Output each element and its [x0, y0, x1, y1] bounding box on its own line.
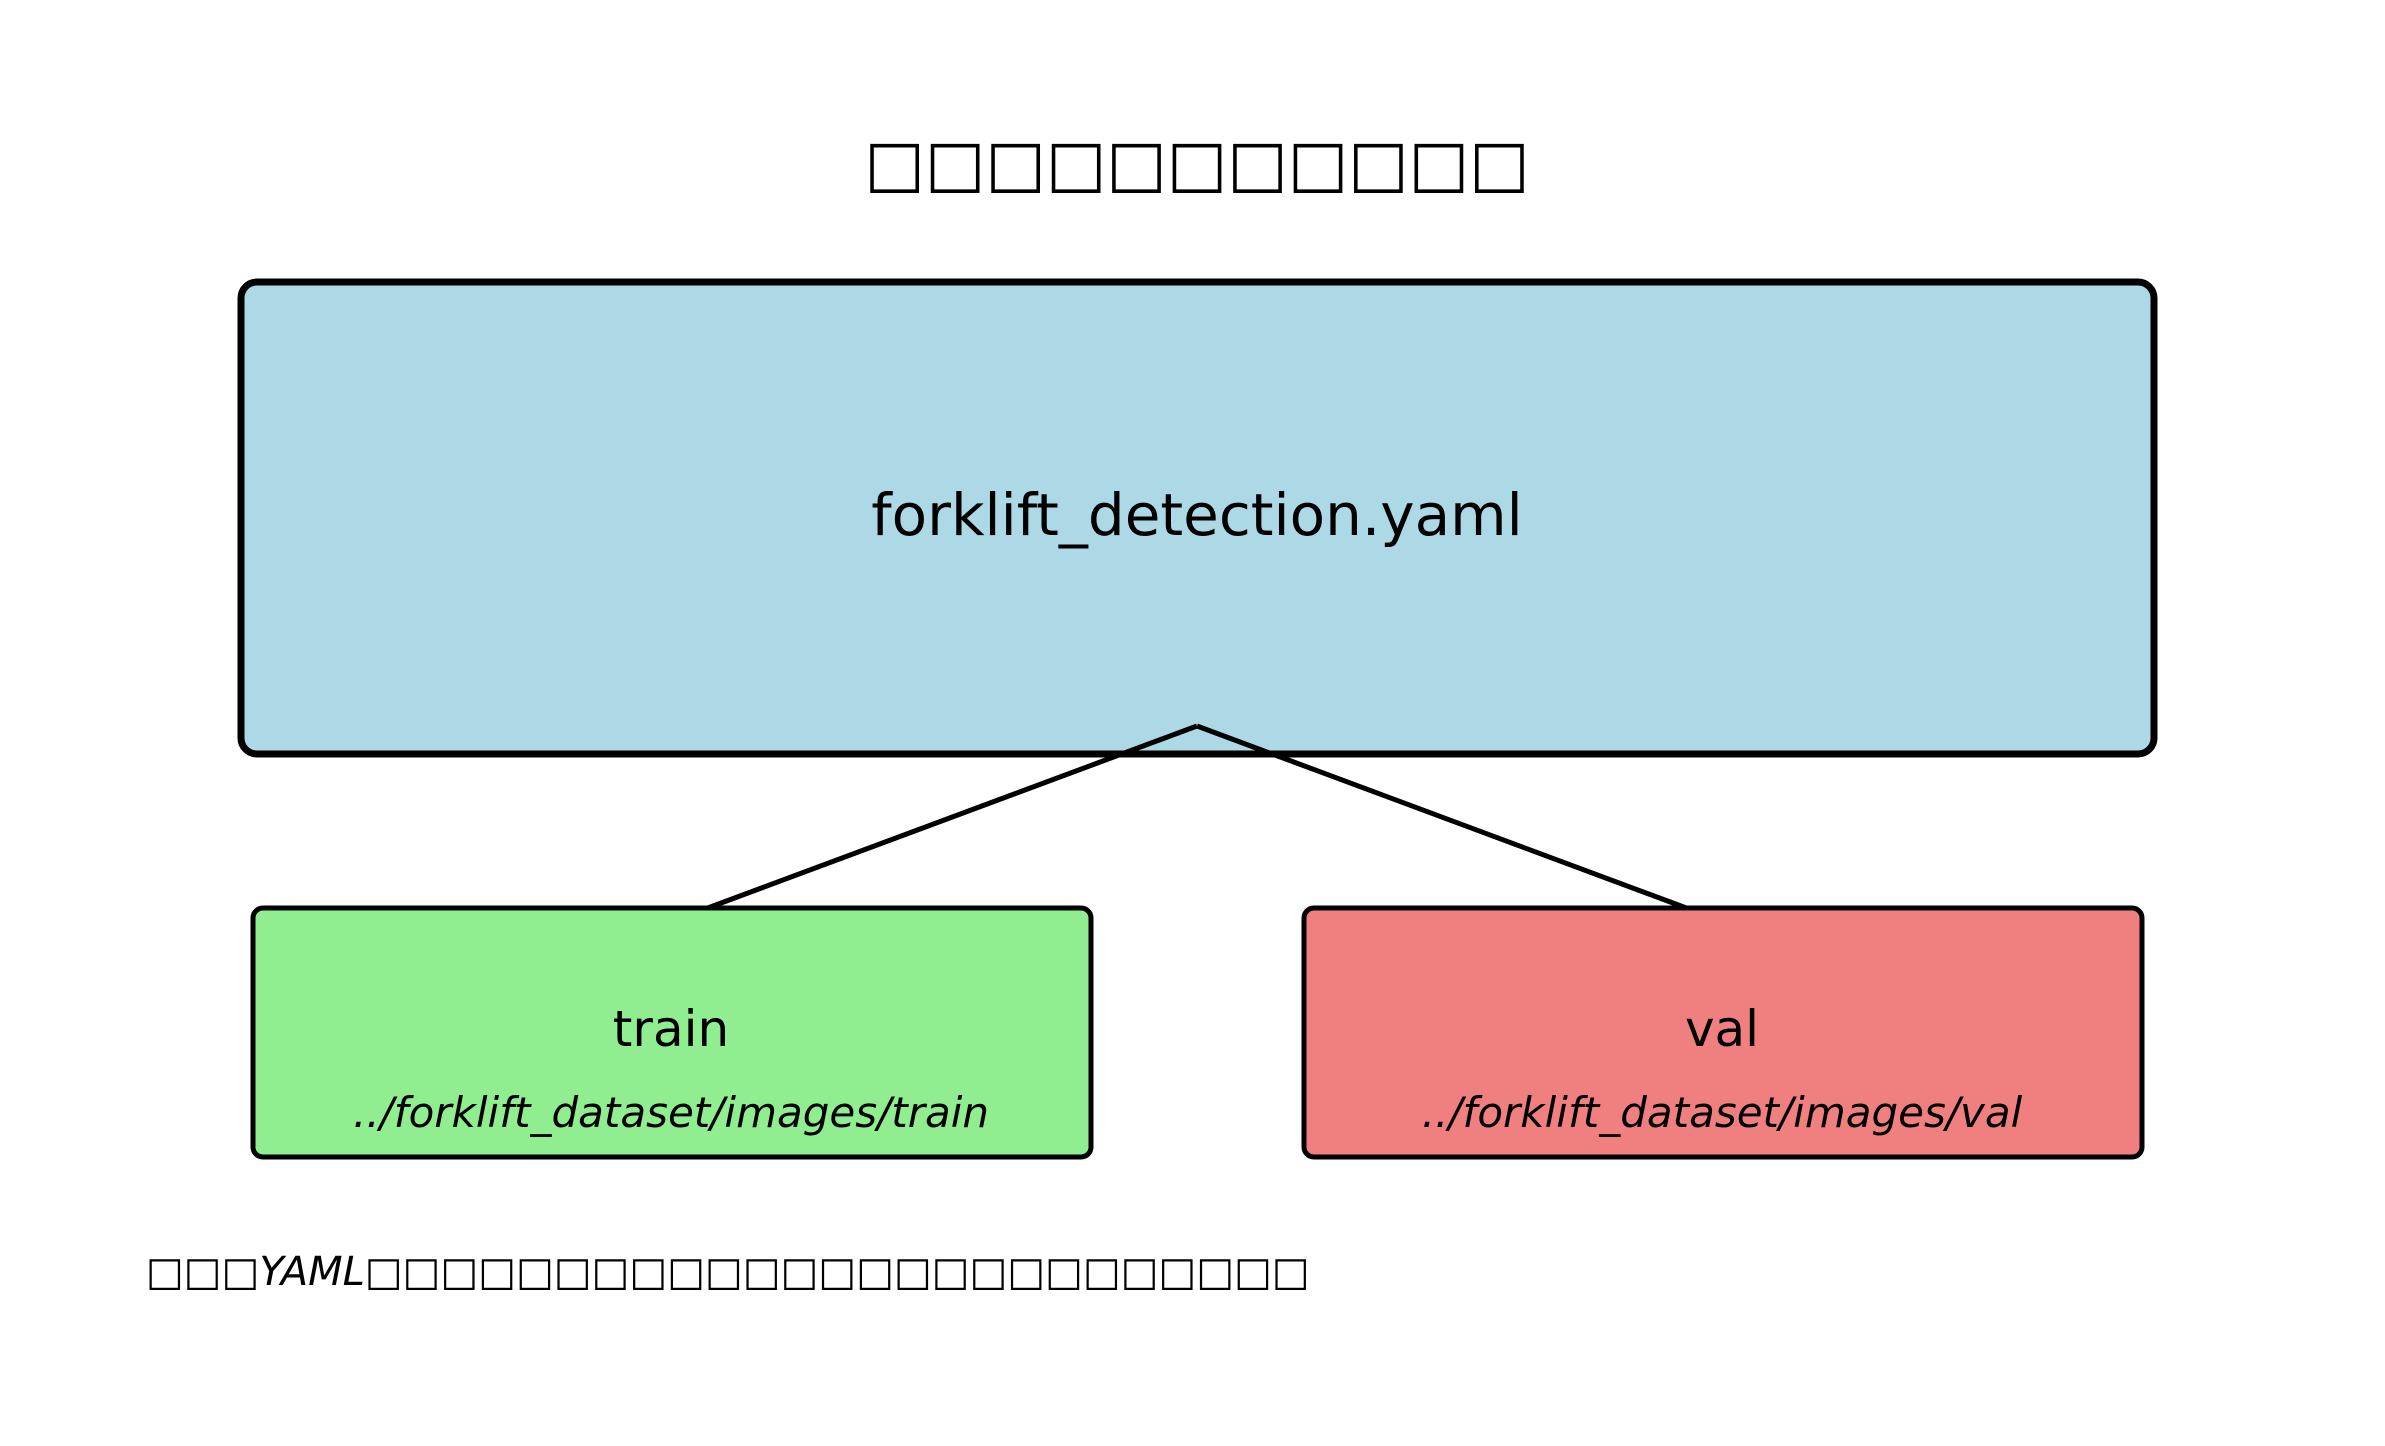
yaml-config-node: forklift_detection.yaml — [237, 278, 2158, 758]
diagram-note: □□□YAML□□□□□□□□□□□□□□□□□□□□□□□□□ — [146, 1249, 1310, 1295]
connector-val — [1196, 723, 1725, 925]
note-suffix: □□□□□□□□□□□□□□□□□□□□□□□□□ — [365, 1249, 1310, 1295]
val-node: val ../forklift_dataset/images/val — [1301, 905, 2145, 1160]
val-label: val — [1685, 1000, 1759, 1058]
train-box — [250, 905, 1094, 1160]
train-label: train — [613, 1000, 729, 1058]
yaml-config-label: forklift_detection.yaml — [871, 481, 1523, 549]
val-box — [1301, 905, 2145, 1160]
yaml-config-box — [237, 278, 2158, 758]
diagram-title: □□□□□□□□□□□ — [864, 127, 1529, 201]
note-emphasis: YAML — [259, 1249, 365, 1295]
val-path: ../forklift_dataset/images/val — [1422, 1088, 2023, 1137]
connector-train — [669, 723, 1198, 925]
train-path: ../forklift_dataset/images/train — [353, 1088, 989, 1137]
train-node: train ../forklift_dataset/images/train — [250, 905, 1094, 1160]
note-prefix: □□□ — [146, 1249, 259, 1295]
